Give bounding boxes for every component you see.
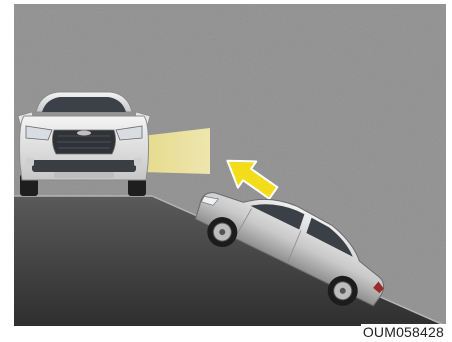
illustration xyxy=(14,4,446,326)
suv-front-view xyxy=(18,92,150,196)
figure-code: OUM058428 xyxy=(361,324,446,340)
headlamp-beam xyxy=(142,128,210,174)
